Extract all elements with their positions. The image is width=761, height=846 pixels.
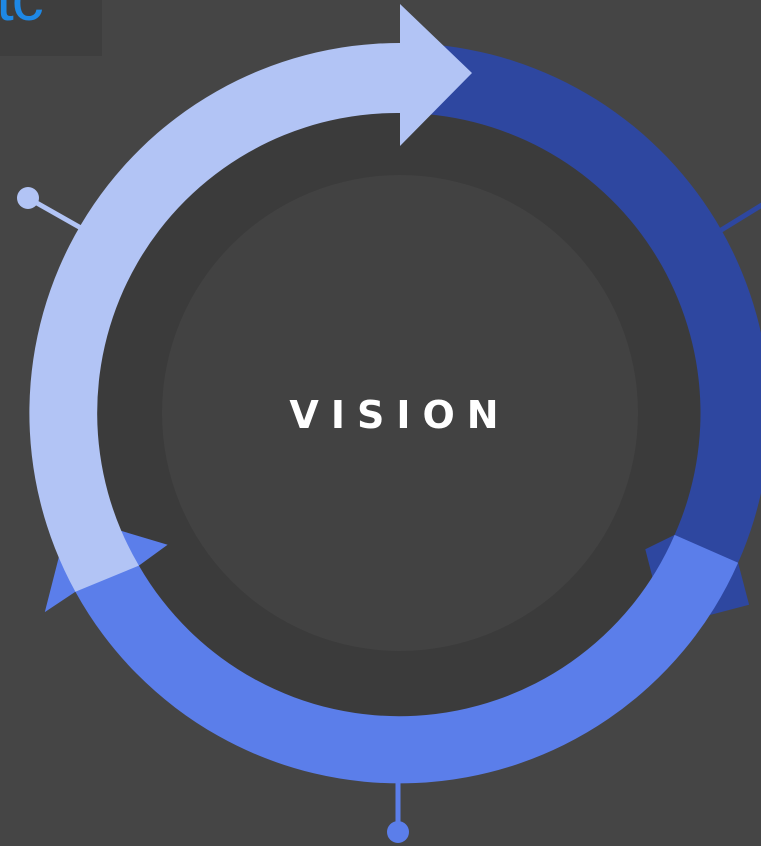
cycle-segment-medium: [44, 515, 739, 784]
cycle-segment-dark: [400, 43, 761, 627]
logo: tc: [0, 0, 102, 56]
center-disc: [162, 175, 638, 651]
logo-text: tc: [0, 0, 44, 30]
center-label: VISION: [289, 393, 511, 437]
connector-light: [17, 187, 91, 235]
cycle-segment-light: [29, 4, 472, 592]
